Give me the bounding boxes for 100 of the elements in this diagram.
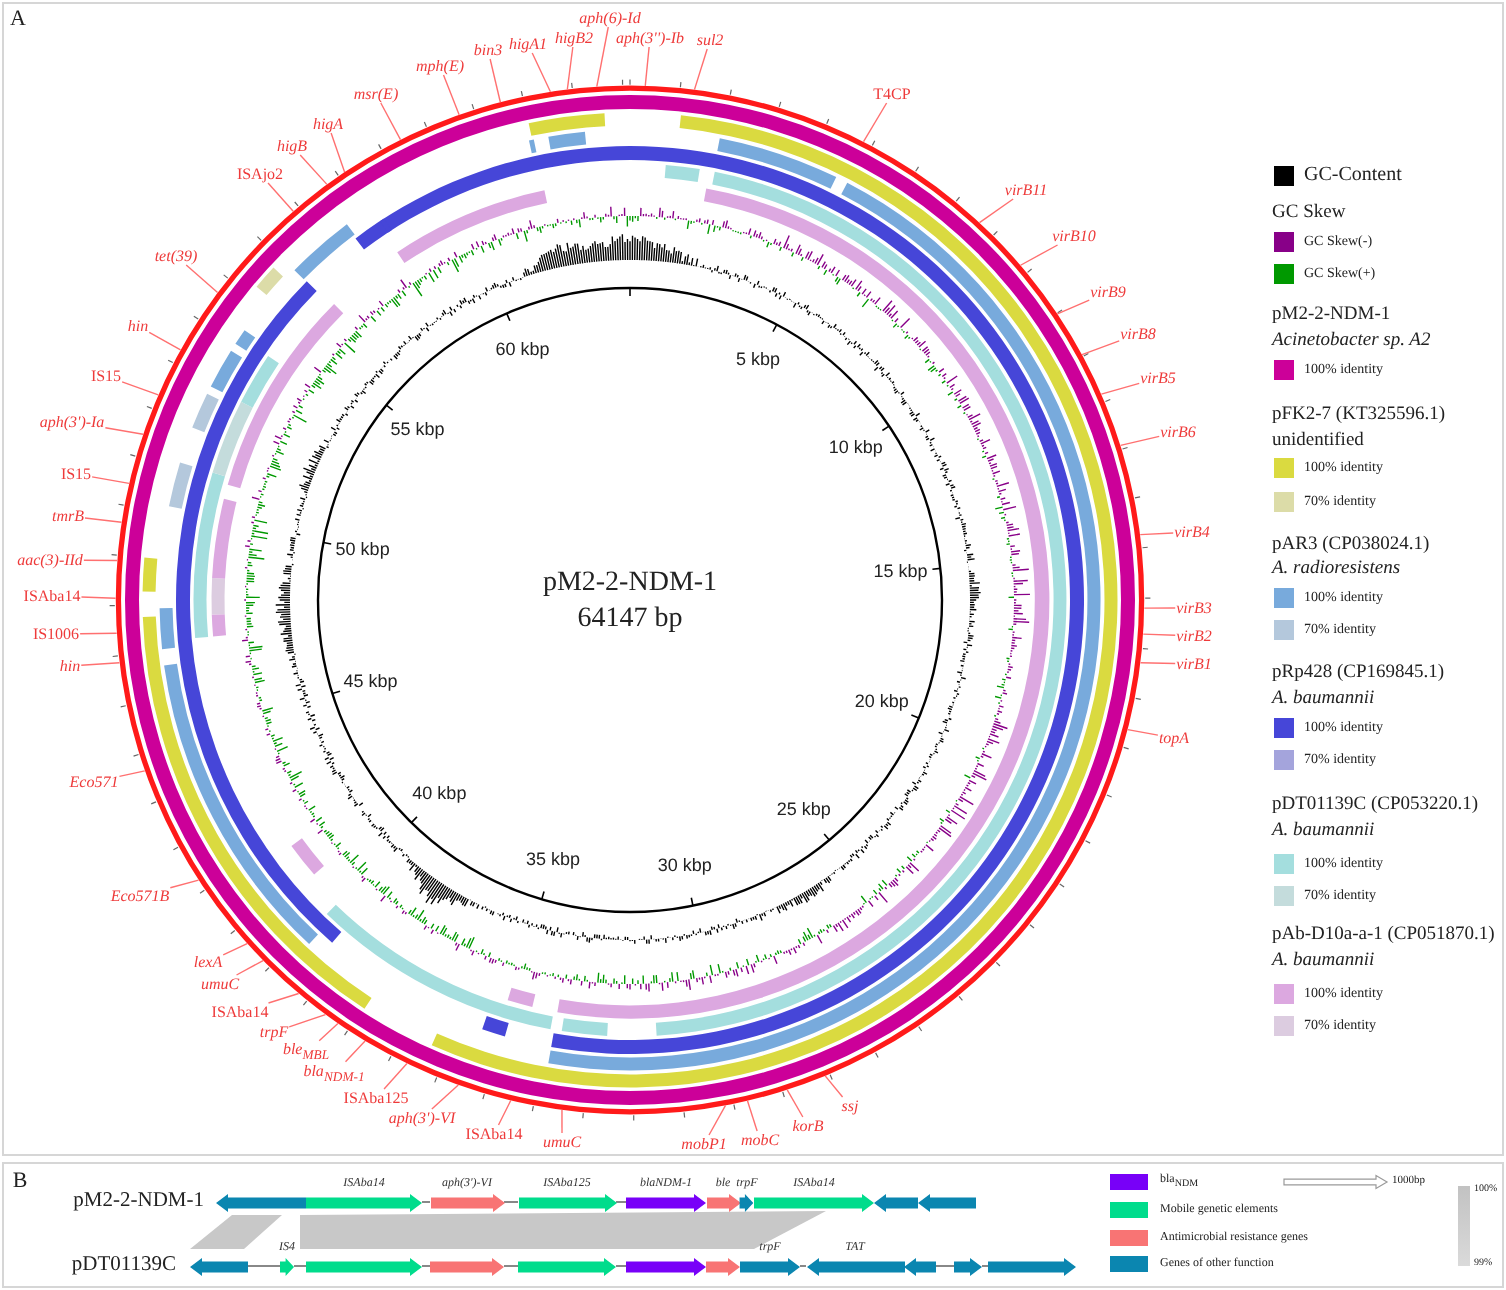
gene-label: lexA [192, 953, 224, 971]
gene-label: virB3 [1175, 599, 1213, 617]
gene-label: ISAba14 [210, 1003, 270, 1021]
leader-line [1139, 661, 1176, 665]
gene-label: virB4 [1173, 523, 1211, 541]
gene-label: mobP1 [680, 1135, 728, 1153]
legend-heading: unidentified [1272, 432, 1364, 452]
scale-label: 45 kbp [343, 672, 398, 691]
gene-label: virB2 [1175, 627, 1213, 645]
leader-line [118, 770, 146, 778]
species-name: A. baumannii [1272, 822, 1375, 842]
legend-heading: GC Skew [1272, 204, 1346, 224]
legend-heading: pM2-2-NDM-1 [1272, 306, 1391, 326]
leader-line [1127, 728, 1159, 736]
leader-line [185, 264, 219, 294]
scale-label: 5 kbp [735, 350, 780, 369]
leader-line [1100, 382, 1140, 395]
gene-label: tmrB [51, 507, 85, 525]
backbone-line [421, 1201, 431, 1203]
plasmid-label: pM2-2-NDM-1 [73, 1191, 204, 1213]
leader-line [1081, 340, 1120, 356]
gene-symbol [216, 1193, 306, 1211]
species-name: A. radioresistens [1272, 560, 1401, 580]
backbone-line [503, 1265, 519, 1267]
gene-label: trpF [258, 1023, 290, 1041]
backbone-line [981, 1265, 989, 1267]
leader-line [497, 1099, 512, 1126]
leader-line [561, 1109, 563, 1134]
leader-line [566, 46, 574, 91]
homology-block [190, 1215, 282, 1249]
leader-line [596, 26, 609, 88]
gene-label: T4CP [872, 85, 912, 103]
leader-line [267, 992, 300, 1004]
scale-label: 10 kbp [828, 439, 883, 458]
leader-line [79, 632, 118, 635]
leader-line [84, 517, 123, 523]
gene-label: sul2 [695, 31, 725, 49]
panel-label: A [10, 9, 26, 31]
scale-label: 30 kbp [657, 857, 712, 876]
gene-symbol [874, 1193, 918, 1211]
gene-label: virB1 [1175, 655, 1213, 673]
species-name: Acinetobacter sp. A2 [1272, 332, 1431, 352]
legend-label: GC-Content [1304, 166, 1402, 186]
legend-heading: pDT01139C (CP053220.1) [1272, 796, 1479, 816]
gene-symbol [626, 1257, 706, 1275]
leader-line [80, 596, 117, 599]
gene-label: higB [275, 137, 309, 155]
plasmid-label: pDT01139C [71, 1255, 176, 1277]
panel-label: B [12, 1171, 28, 1193]
gene-label: ble$_{MBL}$ [281, 1040, 331, 1066]
scale-label: 25 kbp [776, 800, 831, 819]
leader-line [531, 52, 552, 93]
gene-symbol [430, 1257, 504, 1275]
leader-line [235, 959, 264, 976]
backbone-line [799, 1265, 807, 1267]
gene-label: msr(E) [352, 85, 400, 103]
leader-line [80, 661, 121, 666]
leader-line [746, 1100, 758, 1132]
legend-heading: pAR3 (CP038024.1) [1272, 536, 1430, 556]
leader-line [299, 154, 328, 186]
leader-line [383, 1062, 408, 1090]
gene-label: higA [311, 115, 345, 133]
scale-label: 50 kbp [335, 540, 390, 559]
backbone-line [503, 1201, 519, 1203]
gene-label: ISAjo2 [235, 165, 285, 183]
gene-label: Eco571B [109, 887, 171, 905]
gene-symbol [918, 1193, 976, 1211]
leader-line [1119, 435, 1160, 446]
leader-line [1142, 633, 1176, 636]
gene-label: hin [126, 317, 150, 335]
gene-label: ISAba14 [464, 1125, 524, 1143]
leader-line [442, 74, 460, 116]
leader-line [489, 58, 502, 103]
gene-label: higA1 [507, 35, 549, 53]
leader-line [693, 48, 708, 91]
gene-label: aph(3')-Ia [38, 413, 106, 431]
gene-symbol [306, 1257, 422, 1275]
gene-symbol [706, 1257, 740, 1275]
gene-label: ISAba14 [22, 587, 82, 605]
scale-label: 35 kbp [526, 851, 581, 870]
leader-line [344, 1040, 366, 1063]
leader-line [148, 331, 182, 351]
leader-line [121, 381, 159, 396]
backbone-line [421, 1265, 431, 1267]
leader-line [83, 559, 118, 562]
leader-line [1143, 607, 1176, 609]
leader-line [431, 1084, 459, 1110]
scale-label: 40 kbp [412, 785, 467, 804]
gene-label: topA [1157, 729, 1191, 747]
gene-label: aph(3'')-Ib [614, 29, 686, 47]
gene-label: umuC [541, 1133, 583, 1151]
gene-label: IS1006 [31, 625, 81, 643]
gene-label: virB9 [1089, 283, 1127, 301]
legend-heading: pRp428 (CP169845.1) [1272, 664, 1445, 684]
leader-line [318, 1022, 339, 1042]
backbone-line [615, 1201, 627, 1203]
gene-label: korB [791, 1117, 825, 1135]
gene-symbol [904, 1257, 936, 1275]
gene-label: Eco571 [68, 773, 120, 791]
leader-line [644, 46, 650, 87]
